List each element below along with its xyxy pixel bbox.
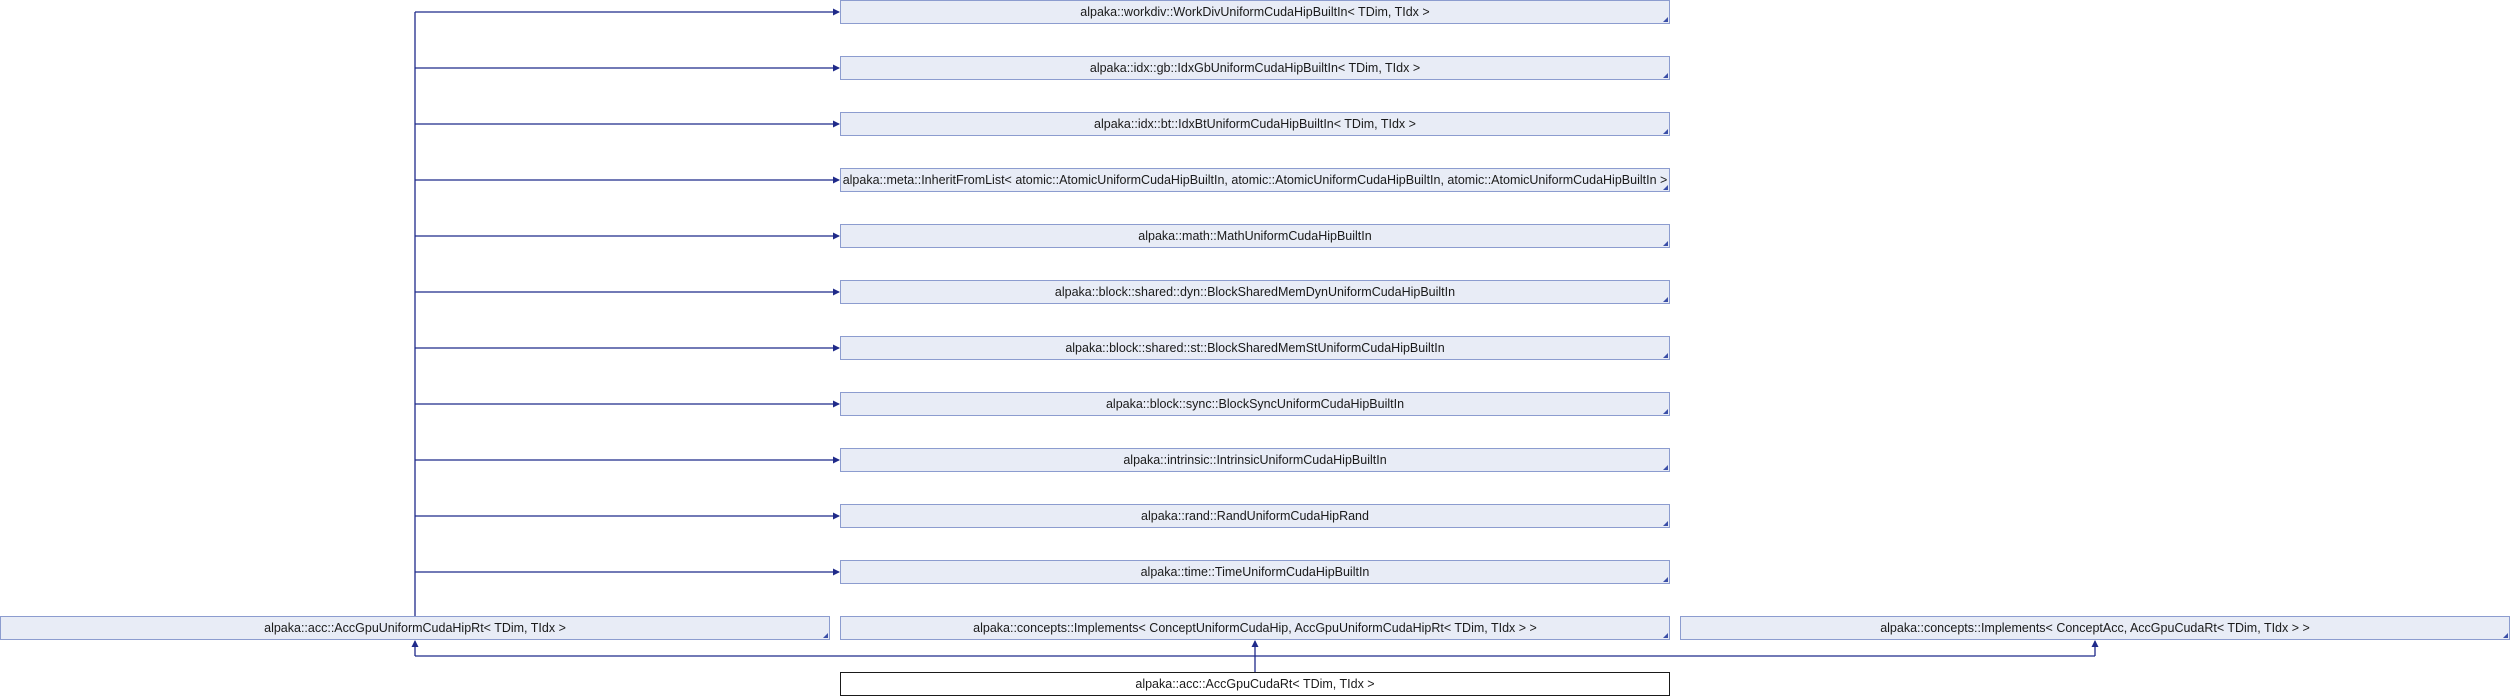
class-node-idx-gb[interactable]: alpaka::idx::gb::IdxGbUniformCudaHipBuil… xyxy=(840,56,1670,80)
class-node-rand[interactable]: alpaka::rand::RandUniformCudaHipRand xyxy=(840,504,1670,528)
arrowhead xyxy=(833,8,840,16)
class-node-shared-st[interactable]: alpaka::block::shared::st::BlockSharedMe… xyxy=(840,336,1670,360)
class-label: alpaka::meta::InheritFromList< atomic::A… xyxy=(842,173,1668,187)
class-node-main[interactable]: alpaka::acc::AccGpuCudaRt< TDim, TIdx > xyxy=(840,672,1670,696)
arrowhead xyxy=(833,456,840,464)
class-label: alpaka::time::TimeUniformCudaHipBuiltIn xyxy=(1140,565,1370,579)
class-node-idx-bt[interactable]: alpaka::idx::bt::IdxBtUniformCudaHipBuil… xyxy=(840,112,1670,136)
arrowhead xyxy=(833,120,840,128)
class-label: alpaka::block::shared::st::BlockSharedMe… xyxy=(1065,341,1445,355)
class-node-time[interactable]: alpaka::time::TimeUniformCudaHipBuiltIn xyxy=(840,560,1670,584)
class-node-math[interactable]: alpaka::math::MathUniformCudaHipBuiltIn xyxy=(840,224,1670,248)
class-node-inherit-from-list[interactable]: alpaka::meta::InheritFromList< atomic::A… xyxy=(840,168,1670,192)
class-label: alpaka::workdiv::WorkDivUniformCudaHipBu… xyxy=(1080,5,1430,19)
class-node-shared-dyn[interactable]: alpaka::block::shared::dyn::BlockSharedM… xyxy=(840,280,1670,304)
arrowhead xyxy=(833,568,840,576)
class-node-acc-gpu-uniform[interactable]: alpaka::acc::AccGpuUniformCudaHipRt< TDi… xyxy=(0,616,830,640)
class-label: alpaka::intrinsic::IntrinsicUniformCudaH… xyxy=(1123,453,1387,467)
class-label: alpaka::concepts::Implements< ConceptAcc… xyxy=(1880,621,2310,635)
class-label: alpaka::rand::RandUniformCudaHipRand xyxy=(1141,509,1369,523)
class-label: alpaka::math::MathUniformCudaHipBuiltIn xyxy=(1138,229,1372,243)
class-label: alpaka::block::shared::dyn::BlockSharedM… xyxy=(1054,285,1456,299)
class-node-intrinsic[interactable]: alpaka::intrinsic::IntrinsicUniformCudaH… xyxy=(840,448,1670,472)
class-label: alpaka::idx::bt::IdxBtUniformCudaHipBuil… xyxy=(1094,117,1416,131)
class-label: alpaka::idx::gb::IdxGbUniformCudaHipBuil… xyxy=(1089,61,1421,75)
class-label: alpaka::acc::AccGpuUniformCudaHipRt< TDi… xyxy=(264,621,566,635)
class-node-implements-uniform[interactable]: alpaka::concepts::Implements< ConceptUni… xyxy=(840,616,1670,640)
class-label: alpaka::acc::AccGpuCudaRt< TDim, TIdx > xyxy=(1135,677,1375,691)
arrowhead xyxy=(2091,640,2099,647)
arrowhead xyxy=(833,400,840,408)
class-node-block-sync[interactable]: alpaka::block::sync::BlockSyncUniformCud… xyxy=(840,392,1670,416)
class-label: alpaka::concepts::Implements< ConceptUni… xyxy=(973,621,1537,635)
arrowhead xyxy=(833,176,840,184)
class-node-implements-acc[interactable]: alpaka::concepts::Implements< ConceptAcc… xyxy=(1680,616,2510,640)
arrowhead xyxy=(833,288,840,296)
arrowhead xyxy=(411,640,419,647)
arrowhead xyxy=(833,512,840,520)
arrowhead xyxy=(833,64,840,72)
class-node-workdiv[interactable]: alpaka::workdiv::WorkDivUniformCudaHipBu… xyxy=(840,0,1670,24)
arrowhead xyxy=(833,232,840,240)
class-label: alpaka::block::sync::BlockSyncUniformCud… xyxy=(1105,397,1405,411)
arrowhead xyxy=(1251,640,1259,647)
arrowhead xyxy=(833,344,840,352)
